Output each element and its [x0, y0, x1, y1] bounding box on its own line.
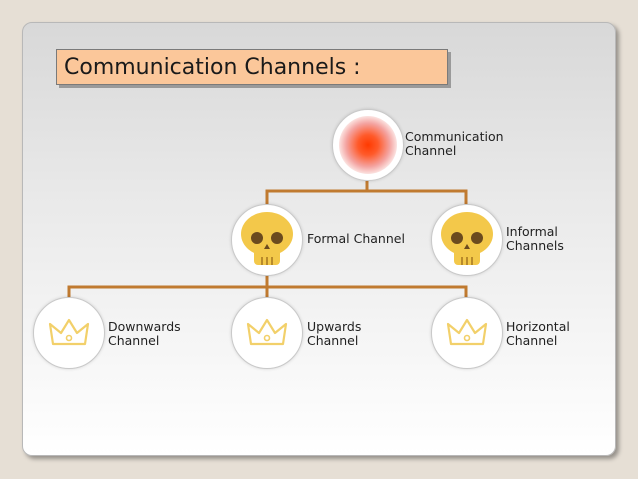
label-line: Communication [405, 129, 504, 144]
label-downwards-channel: Downwards Channel [108, 320, 181, 348]
label-horizontal-channel: Horizontal Channel [506, 320, 570, 348]
label-formal-channel: Formal Channel [307, 232, 405, 246]
node-informal-channels [431, 204, 503, 276]
label-line: Formal Channel [307, 231, 405, 246]
connector-root-informal [367, 189, 468, 204]
label-line: Channel [405, 143, 457, 158]
node-upwards-channel [231, 297, 303, 369]
node-horizontal-channel [431, 297, 503, 369]
title-box: Communication Channels : [56, 49, 448, 85]
label-line: Upwards [307, 319, 362, 334]
node-formal-channel [231, 204, 303, 276]
label-line: Channel [506, 333, 558, 348]
slide-background [22, 22, 616, 456]
label-line: Channels [506, 238, 564, 253]
label-upwards-channel: Upwards Channel [307, 320, 361, 348]
glowing-orb-icon [339, 116, 397, 174]
node-communication-channel [332, 109, 404, 181]
label-informal-channels: Informal Channels [506, 225, 564, 253]
slide-title: Communication Channels : [64, 55, 361, 80]
connector-root-formal [265, 181, 369, 204]
label-line: Channel [307, 333, 359, 348]
label-line: Horizontal [506, 319, 570, 334]
skull-icon [241, 212, 293, 265]
skull-icon [441, 212, 493, 265]
label-line: Channel [108, 333, 160, 348]
label-line: Informal [506, 224, 558, 239]
connector-formal-downwards [67, 275, 269, 297]
connector-formal-horizontal [267, 285, 468, 297]
node-downwards-channel [33, 297, 105, 369]
crown-icon [446, 318, 488, 346]
crown-icon [48, 318, 90, 346]
label-line: Downwards [108, 319, 181, 334]
label-communication-channel: Communication Channel [405, 130, 504, 158]
crown-icon [246, 318, 288, 346]
